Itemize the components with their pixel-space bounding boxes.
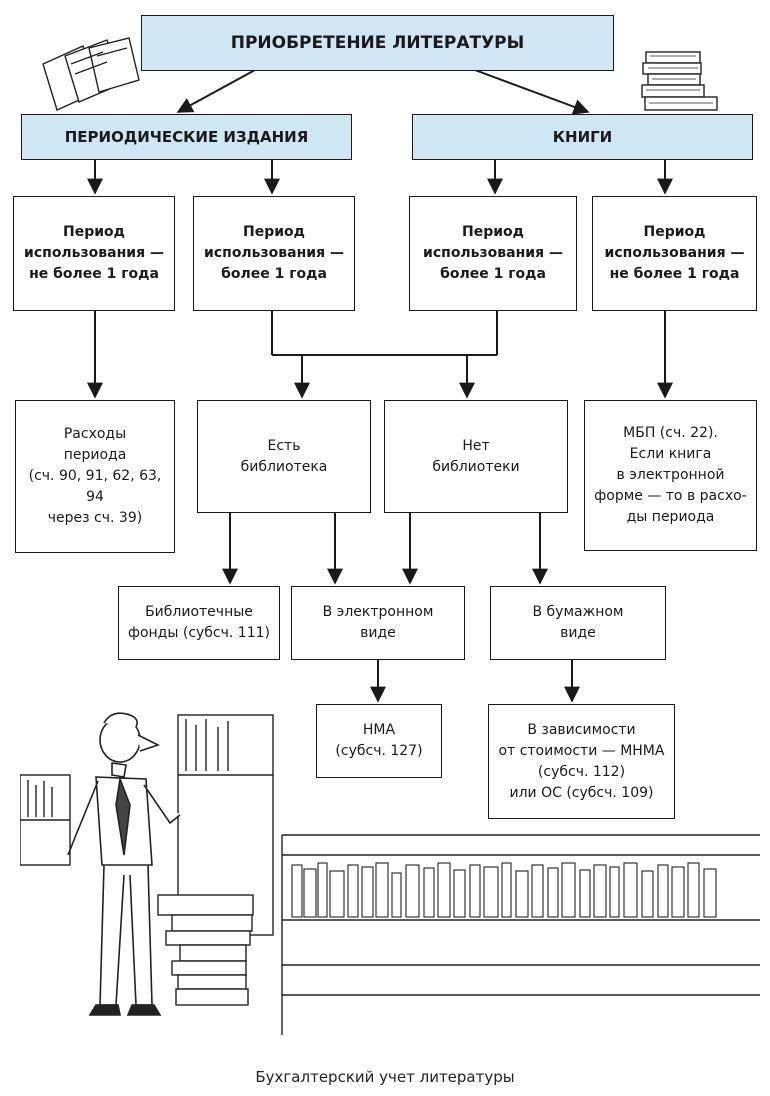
depends-box: В зависимости от стоимости — МНМА (субсч… — [488, 704, 675, 819]
period-le1-books-text: Период использования — не более 1 года — [604, 224, 745, 282]
mbp-text: МБП (сч. 22). Если книга в электронной ф… — [594, 425, 747, 525]
period-le1-periodicals-text: Период использования — не более 1 года — [24, 224, 164, 282]
books-box: КНИГИ — [412, 114, 753, 160]
paper-text: В бумажном виде — [532, 604, 624, 641]
expenses-text: Расходы периода (сч. 90, 91, 62, 63, 94 … — [28, 426, 162, 526]
period-gt1-periodicals-box: Период использования — более 1 года — [193, 196, 355, 311]
nma-box: НМА (субсч. 127) — [316, 704, 442, 778]
title-box: ПРИОБРЕТЕНИЕ ЛИТЕРАТУРЫ — [141, 15, 614, 71]
depends-text: В зависимости от стоимости — МНМА (субсч… — [498, 721, 665, 801]
book-stack-illustration — [641, 51, 718, 111]
period-gt1-books-box: Период использования — более 1 года — [409, 196, 577, 311]
mbp-box: МБП (сч. 22). Если книга в электронной ф… — [584, 400, 757, 551]
electronic-box: В электронном виде — [291, 586, 465, 660]
periodicals-box: ПЕРИОДИЧЕСКИЕ ИЗДАНИЯ — [21, 114, 352, 160]
periodicals-text: ПЕРИОДИЧЕСКИЕ ИЗДАНИЯ — [64, 127, 309, 146]
period-gt1-periodicals-text: Период использования — более 1 года — [204, 224, 344, 282]
period-le1-periodicals-box: Период использования — не более 1 года — [13, 196, 175, 311]
title-text: ПРИОБРЕТЕНИЕ ЛИТЕРАТУРЫ — [230, 32, 525, 53]
expenses-box: Расходы периода (сч. 90, 91, 62, 63, 94 … — [15, 400, 175, 553]
library-illustration — [20, 712, 760, 1035]
library-funds-box: Библиотечные фонды (субсч. 111) — [118, 586, 280, 660]
figure-caption: Бухгалтерский учет литературы — [255, 1068, 515, 1086]
has-library-box: Есть библиотека — [197, 400, 371, 513]
magazines-illustration — [42, 37, 140, 111]
nma-text: НМА (субсч. 127) — [335, 722, 423, 759]
period-gt1-books-text: Период использования — более 1 года — [423, 224, 563, 282]
electronic-text: В электронном виде — [322, 604, 434, 641]
books-text: КНИГИ — [552, 127, 613, 146]
period-le1-books-box: Период использования — не более 1 года — [592, 196, 757, 311]
no-library-box: Нет библиотеки — [384, 400, 568, 513]
no-library-text: Нет библиотеки — [432, 437, 520, 475]
library-funds-text: Библиотечные фонды (субсч. 111) — [127, 604, 270, 641]
has-library-text: Есть библиотека — [240, 437, 328, 475]
paper-box: В бумажном виде — [490, 586, 666, 660]
